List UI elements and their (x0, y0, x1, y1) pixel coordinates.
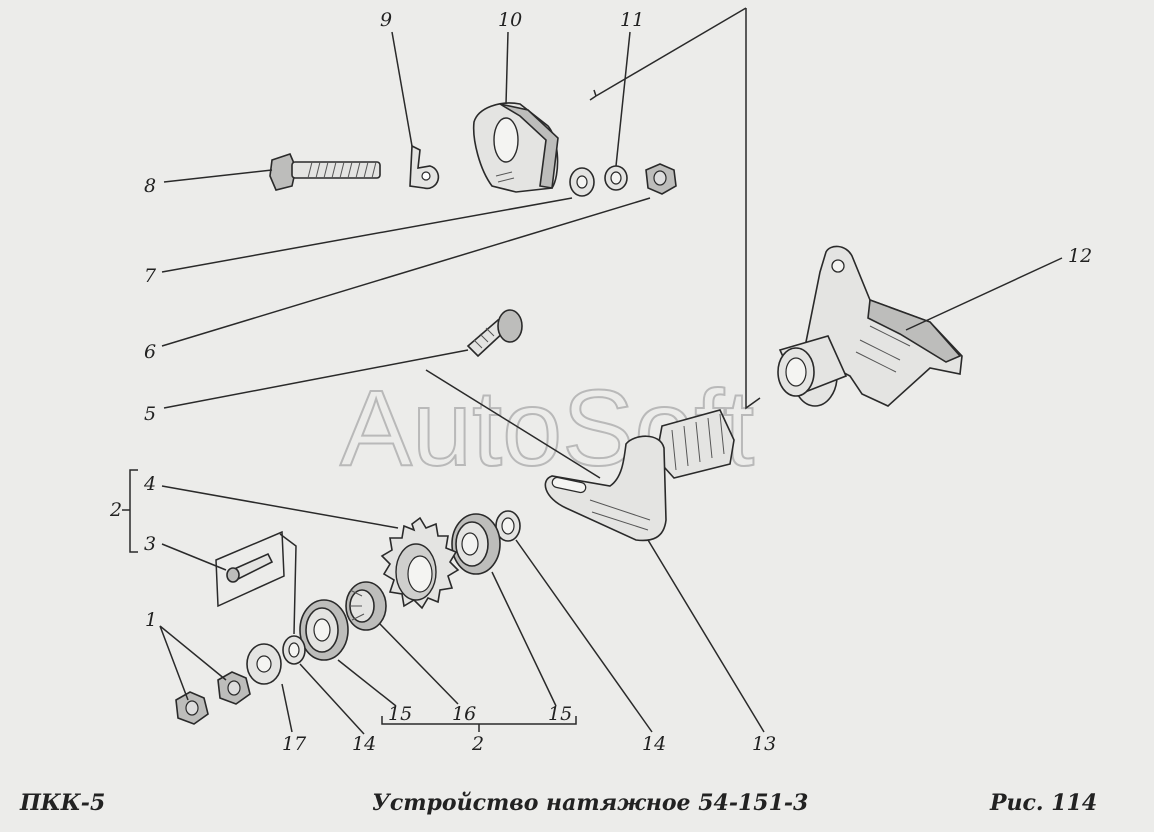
callout-14-right: 14 (642, 733, 666, 755)
callout-17: 17 (282, 733, 307, 755)
callout-5: 5 (144, 403, 156, 425)
nut-1-lower (175, 691, 209, 725)
callout-9: 9 (380, 9, 392, 31)
washer-14-right (495, 510, 521, 542)
bearing-15-left (299, 599, 349, 661)
callout-1: 1 (145, 609, 157, 631)
callout-15-left: 15 (388, 703, 412, 725)
model-code: ПКК-5 (20, 790, 106, 816)
pin-3 (215, 530, 285, 608)
callout-2-horizontal: 2 (471, 733, 484, 755)
bushing-16 (345, 581, 387, 631)
callout-4: 4 (143, 473, 156, 495)
figure-title: Устройство натяжное 54-151-3 (372, 790, 809, 816)
figure-number: Рис. 114 (990, 790, 1098, 816)
callout-14-left: 14 (352, 733, 376, 755)
callout-3: 3 (144, 533, 156, 555)
bearing-15-right (451, 513, 501, 575)
callout-7: 7 (144, 265, 157, 287)
callout-16: 16 (452, 703, 476, 725)
washer-14-left (282, 635, 306, 665)
washer-7 (569, 167, 595, 197)
callout-2-vertical: 2 (109, 499, 122, 521)
leader-lines (122, 7, 1063, 735)
bracket-10 (472, 102, 559, 193)
sprocket-4 (380, 516, 460, 610)
lever-13 (544, 409, 735, 542)
callout-labels: 1 2 3 4 5 6 7 8 9 10 11 12 13 14 14 15 1… (109, 9, 1092, 755)
nut-6 (645, 163, 677, 195)
spring-washer-11 (604, 165, 628, 191)
callout-11: 11 (620, 9, 644, 31)
callout-6: 6 (144, 341, 156, 363)
tab-washer-9 (409, 144, 440, 190)
callout-15-right: 15 (548, 703, 572, 725)
washer-17 (246, 643, 282, 685)
callout-12: 12 (1068, 245, 1092, 267)
callout-13: 13 (752, 733, 776, 755)
callout-10: 10 (498, 9, 522, 31)
bracket-12 (777, 245, 963, 407)
bolt-8 (269, 153, 381, 191)
callout-8: 8 (144, 175, 156, 197)
screw-5 (466, 309, 523, 358)
